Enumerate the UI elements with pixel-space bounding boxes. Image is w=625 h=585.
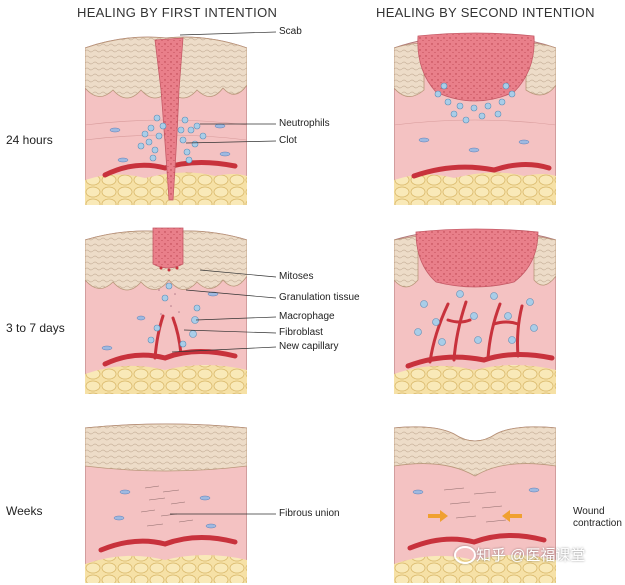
wound-contraction-arrows <box>428 510 522 522</box>
callout-new-capillary: New capillary <box>279 341 339 352</box>
panel-second-weeks <box>394 418 556 583</box>
panel-first-3-7d <box>85 224 247 394</box>
column-title-second-intention: HEALING BY SECOND INTENTION <box>376 5 595 20</box>
panel-first-weeks <box>85 418 247 583</box>
callout-granulation-tissue: Granulation tissue <box>279 292 360 303</box>
panel-first-24h <box>85 30 247 205</box>
callout-fibrous-union: Fibrous union <box>279 508 340 519</box>
callout-wound-contraction: Wound contraction <box>573 506 622 529</box>
watermark: 知乎 @医福课堂 <box>476 547 586 564</box>
row-label-3-to-7-days: 3 to 7 days <box>6 321 65 335</box>
callout-fibroblast: Fibroblast <box>279 327 323 338</box>
callout-clot: Clot <box>279 135 297 146</box>
row-label-24-hours: 24 hours <box>6 133 53 147</box>
column-title-first-intention: HEALING BY FIRST INTENTION <box>77 5 278 20</box>
panel-second-24h <box>394 30 556 205</box>
panel-second-3-7d <box>394 224 556 394</box>
row-label-weeks: Weeks <box>6 504 43 518</box>
chat-bubble-icon <box>454 546 476 564</box>
callout-mitoses: Mitoses <box>279 271 314 282</box>
callout-macrophage: Macrophage <box>279 311 335 322</box>
callout-scab: Scab <box>279 26 302 37</box>
callout-neutrophils: Neutrophils <box>279 118 330 129</box>
